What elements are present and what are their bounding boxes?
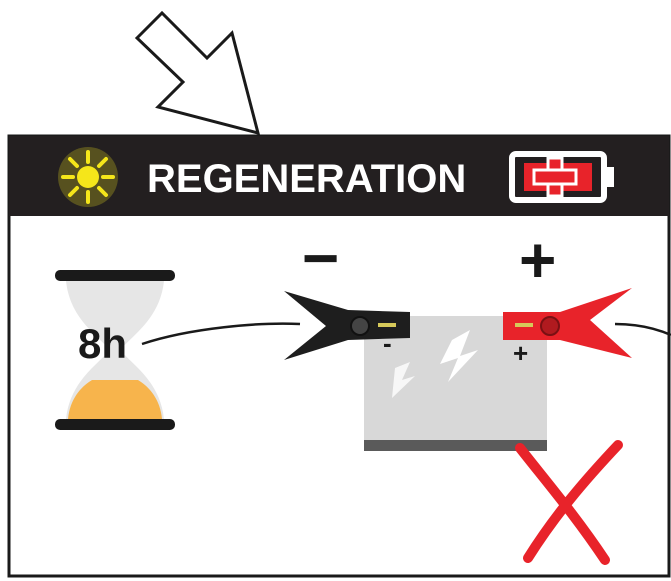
duration-label: 8h — [78, 320, 127, 367]
negative-clamp — [284, 291, 410, 360]
spark-icon — [392, 330, 478, 398]
battery-warning-icon — [509, 151, 614, 203]
positive-terminal-marker: + — [513, 338, 528, 368]
positive-cable — [614, 322, 671, 337]
sun-icon — [58, 147, 118, 207]
negative-terminal-marker: - — [383, 328, 392, 358]
positive-clamp — [503, 288, 632, 358]
negative-cable — [141, 322, 301, 346]
pointer-arrow-icon — [134, 10, 261, 136]
negative-symbol: − — [302, 222, 339, 294]
positive-symbol: + — [519, 224, 556, 296]
hourglass-icon — [55, 270, 175, 430]
header-title: REGENERATION — [147, 157, 466, 201]
cross-icon — [515, 440, 623, 565]
